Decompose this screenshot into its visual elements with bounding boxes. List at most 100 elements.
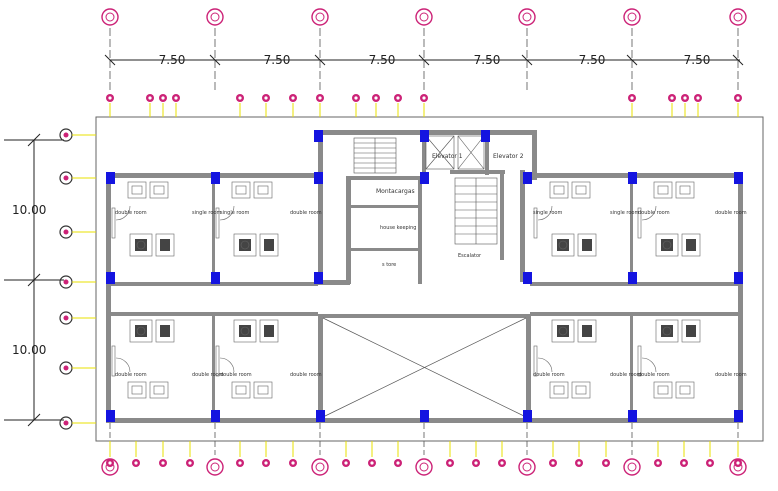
marker-dot-top-inner xyxy=(396,96,400,100)
dim-text-4: 7.50 xyxy=(474,53,501,67)
label-house-keeping: house keeping xyxy=(380,225,416,231)
marker-dot-top-inner xyxy=(148,96,152,100)
room-label-4: double room xyxy=(290,210,322,216)
bathroom xyxy=(259,319,279,343)
bathroom xyxy=(655,233,679,257)
column xyxy=(314,172,323,184)
room-module xyxy=(533,181,597,257)
room-module xyxy=(637,319,701,399)
marker-dot-top-inner xyxy=(630,96,634,100)
bathroom xyxy=(551,319,575,343)
grid-lines xyxy=(104,28,744,455)
column xyxy=(316,410,325,422)
dim-tick xyxy=(104,54,116,66)
bed xyxy=(231,181,251,199)
marker-dot-bottom-inner xyxy=(238,461,242,465)
bed xyxy=(149,381,169,399)
bathroom xyxy=(155,233,175,257)
bed xyxy=(149,181,169,199)
closet xyxy=(637,207,642,239)
bath-fixture xyxy=(160,239,170,251)
stair-escalator xyxy=(454,177,498,245)
room-label-1: double room xyxy=(115,210,147,216)
pillow xyxy=(657,385,669,395)
bath-fixture xyxy=(160,325,170,337)
closet xyxy=(215,345,220,377)
marker-dot-top-inner xyxy=(354,96,358,100)
marker-dot-top-inner xyxy=(670,96,674,100)
pillow xyxy=(657,185,669,195)
basin xyxy=(240,240,250,250)
bath-fixture xyxy=(264,239,274,251)
axis-bubble-top-inner xyxy=(733,12,743,22)
dim-tick xyxy=(314,54,326,66)
column xyxy=(628,272,637,284)
bathroom xyxy=(577,233,597,257)
bed xyxy=(571,181,591,199)
room-label-14: double room xyxy=(610,372,642,378)
bed xyxy=(231,381,251,399)
label-elevator-2: Elevator 2 xyxy=(493,153,524,160)
room-label-9: double room xyxy=(115,372,147,378)
axis-bubble-top xyxy=(729,8,747,26)
axis-bubble-left-inner xyxy=(63,279,69,285)
column xyxy=(420,410,429,422)
closet xyxy=(533,345,538,377)
column xyxy=(481,130,490,142)
marker-dot-bottom-inner xyxy=(656,461,660,465)
dim-text-v1: 10.00 xyxy=(12,203,46,217)
bath-fixture xyxy=(582,239,592,251)
dim-tick xyxy=(626,54,638,66)
axis-bubble-bottom-inner xyxy=(210,462,220,472)
bath-fixture xyxy=(686,325,696,337)
axis-bubble-top-inner xyxy=(210,12,220,22)
column xyxy=(734,410,743,422)
column xyxy=(420,130,429,142)
axis-bubble-top xyxy=(101,8,119,26)
bed xyxy=(653,381,673,399)
dim-text-1: 7.50 xyxy=(159,53,186,67)
bathroom xyxy=(551,233,575,257)
column xyxy=(106,172,115,184)
axis-bubble-bottom xyxy=(623,458,641,476)
stair-main xyxy=(353,137,397,174)
pillow xyxy=(575,385,587,395)
column xyxy=(211,272,220,284)
basin xyxy=(240,326,250,336)
bathroom xyxy=(129,233,153,257)
basin xyxy=(136,326,146,336)
marker-dot-top-inner xyxy=(238,96,242,100)
bathroom xyxy=(155,319,175,343)
bath-fixture xyxy=(686,239,696,251)
marker-dot-top-inner xyxy=(291,96,295,100)
marker-dot-bottom-inner xyxy=(577,461,581,465)
room-label-16: double room xyxy=(715,372,747,378)
axis-bubble-top xyxy=(518,8,536,26)
dim-text-3: 7.50 xyxy=(369,53,396,67)
bath-fixture xyxy=(264,325,274,337)
marker-dot-bottom-inner xyxy=(682,461,686,465)
dim-text-5: 7.50 xyxy=(579,53,606,67)
pillow xyxy=(131,385,143,395)
axis-bubble-top-inner xyxy=(315,12,325,22)
dim-tick xyxy=(418,54,430,66)
marker-dot-top-inner xyxy=(374,96,378,100)
pillow xyxy=(153,385,165,395)
room-label-7: double room xyxy=(638,210,670,216)
bathroom xyxy=(233,233,257,257)
axis-bubble-bottom-inner xyxy=(419,462,429,472)
column xyxy=(211,172,220,184)
bathroom xyxy=(577,319,597,343)
axis-bubble-left-inner xyxy=(63,420,69,426)
bath-fixture xyxy=(582,325,592,337)
door-swing xyxy=(641,357,657,373)
marker-dot-top-inner xyxy=(264,96,268,100)
axis-bubble-top-inner xyxy=(627,12,637,22)
bed xyxy=(127,381,147,399)
room-module xyxy=(215,181,279,257)
door-swing xyxy=(537,205,553,221)
bathroom xyxy=(233,319,257,343)
basin xyxy=(662,326,672,336)
room-module xyxy=(637,181,701,257)
axis-markers xyxy=(59,8,747,476)
